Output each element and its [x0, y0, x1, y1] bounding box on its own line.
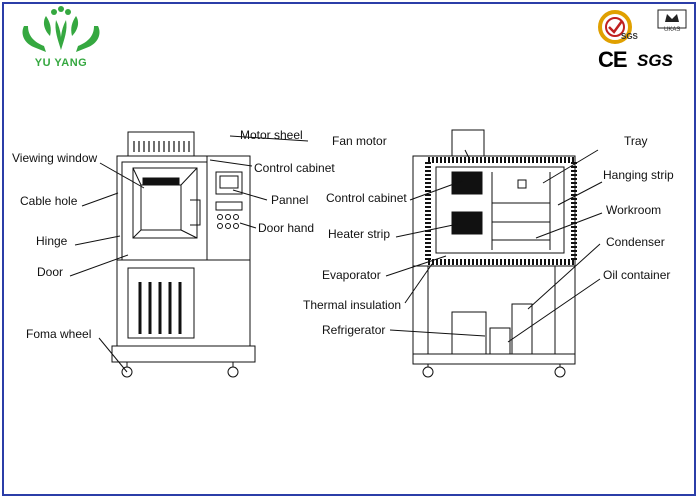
label-oil-container: Oil container [603, 268, 671, 282]
right-leader-lines [385, 149, 603, 343]
label-door-hand: Door hand [258, 221, 315, 235]
label-evaporator: Evaporator [322, 268, 381, 282]
sgs-badge-label: SGS [621, 32, 638, 41]
label-tray: Tray [624, 134, 648, 148]
left-leader-lines [69, 135, 309, 373]
left-chamber-drawing [111, 131, 256, 378]
label-foma-wheel: Foma wheel [26, 327, 92, 341]
ukas-badge-label: UKAS [664, 27, 681, 33]
label-heater-strip: Heater strip [328, 227, 391, 241]
ce-mark: CE [598, 47, 628, 72]
leaf-hands-logo-icon [22, 6, 100, 52]
label-thermal-insulation: Thermal insulation [303, 298, 402, 312]
label-cable-hole: Cable hole [20, 194, 78, 208]
label-control-cabinet-left: Control cabinet [254, 161, 335, 175]
label-workroom: Workroom [606, 203, 662, 217]
label-viewing-window: Viewing window [12, 151, 98, 165]
label-hinge: Hinge [36, 234, 68, 248]
label-motor-sheel: Motor sheel [240, 128, 303, 142]
right-chamber-drawing [412, 129, 577, 378]
sgs-mark: SGS [637, 51, 673, 70]
sgs-seal-icon [598, 10, 632, 44]
label-condenser: Condenser [606, 235, 665, 249]
label-control-cabinet-right: Control cabinet [326, 191, 407, 205]
label-pannel: Pannel [271, 193, 309, 207]
label-refrigerator: Refrigerator [322, 323, 386, 337]
ukas-crown-icon [657, 9, 687, 29]
label-door: Door [37, 265, 64, 279]
brand-name: YU YANG [34, 57, 88, 69]
label-fan-motor: Fan motor [332, 134, 387, 148]
label-hanging-strip: Hanging strip [603, 168, 674, 182]
image-frame [2, 2, 696, 496]
